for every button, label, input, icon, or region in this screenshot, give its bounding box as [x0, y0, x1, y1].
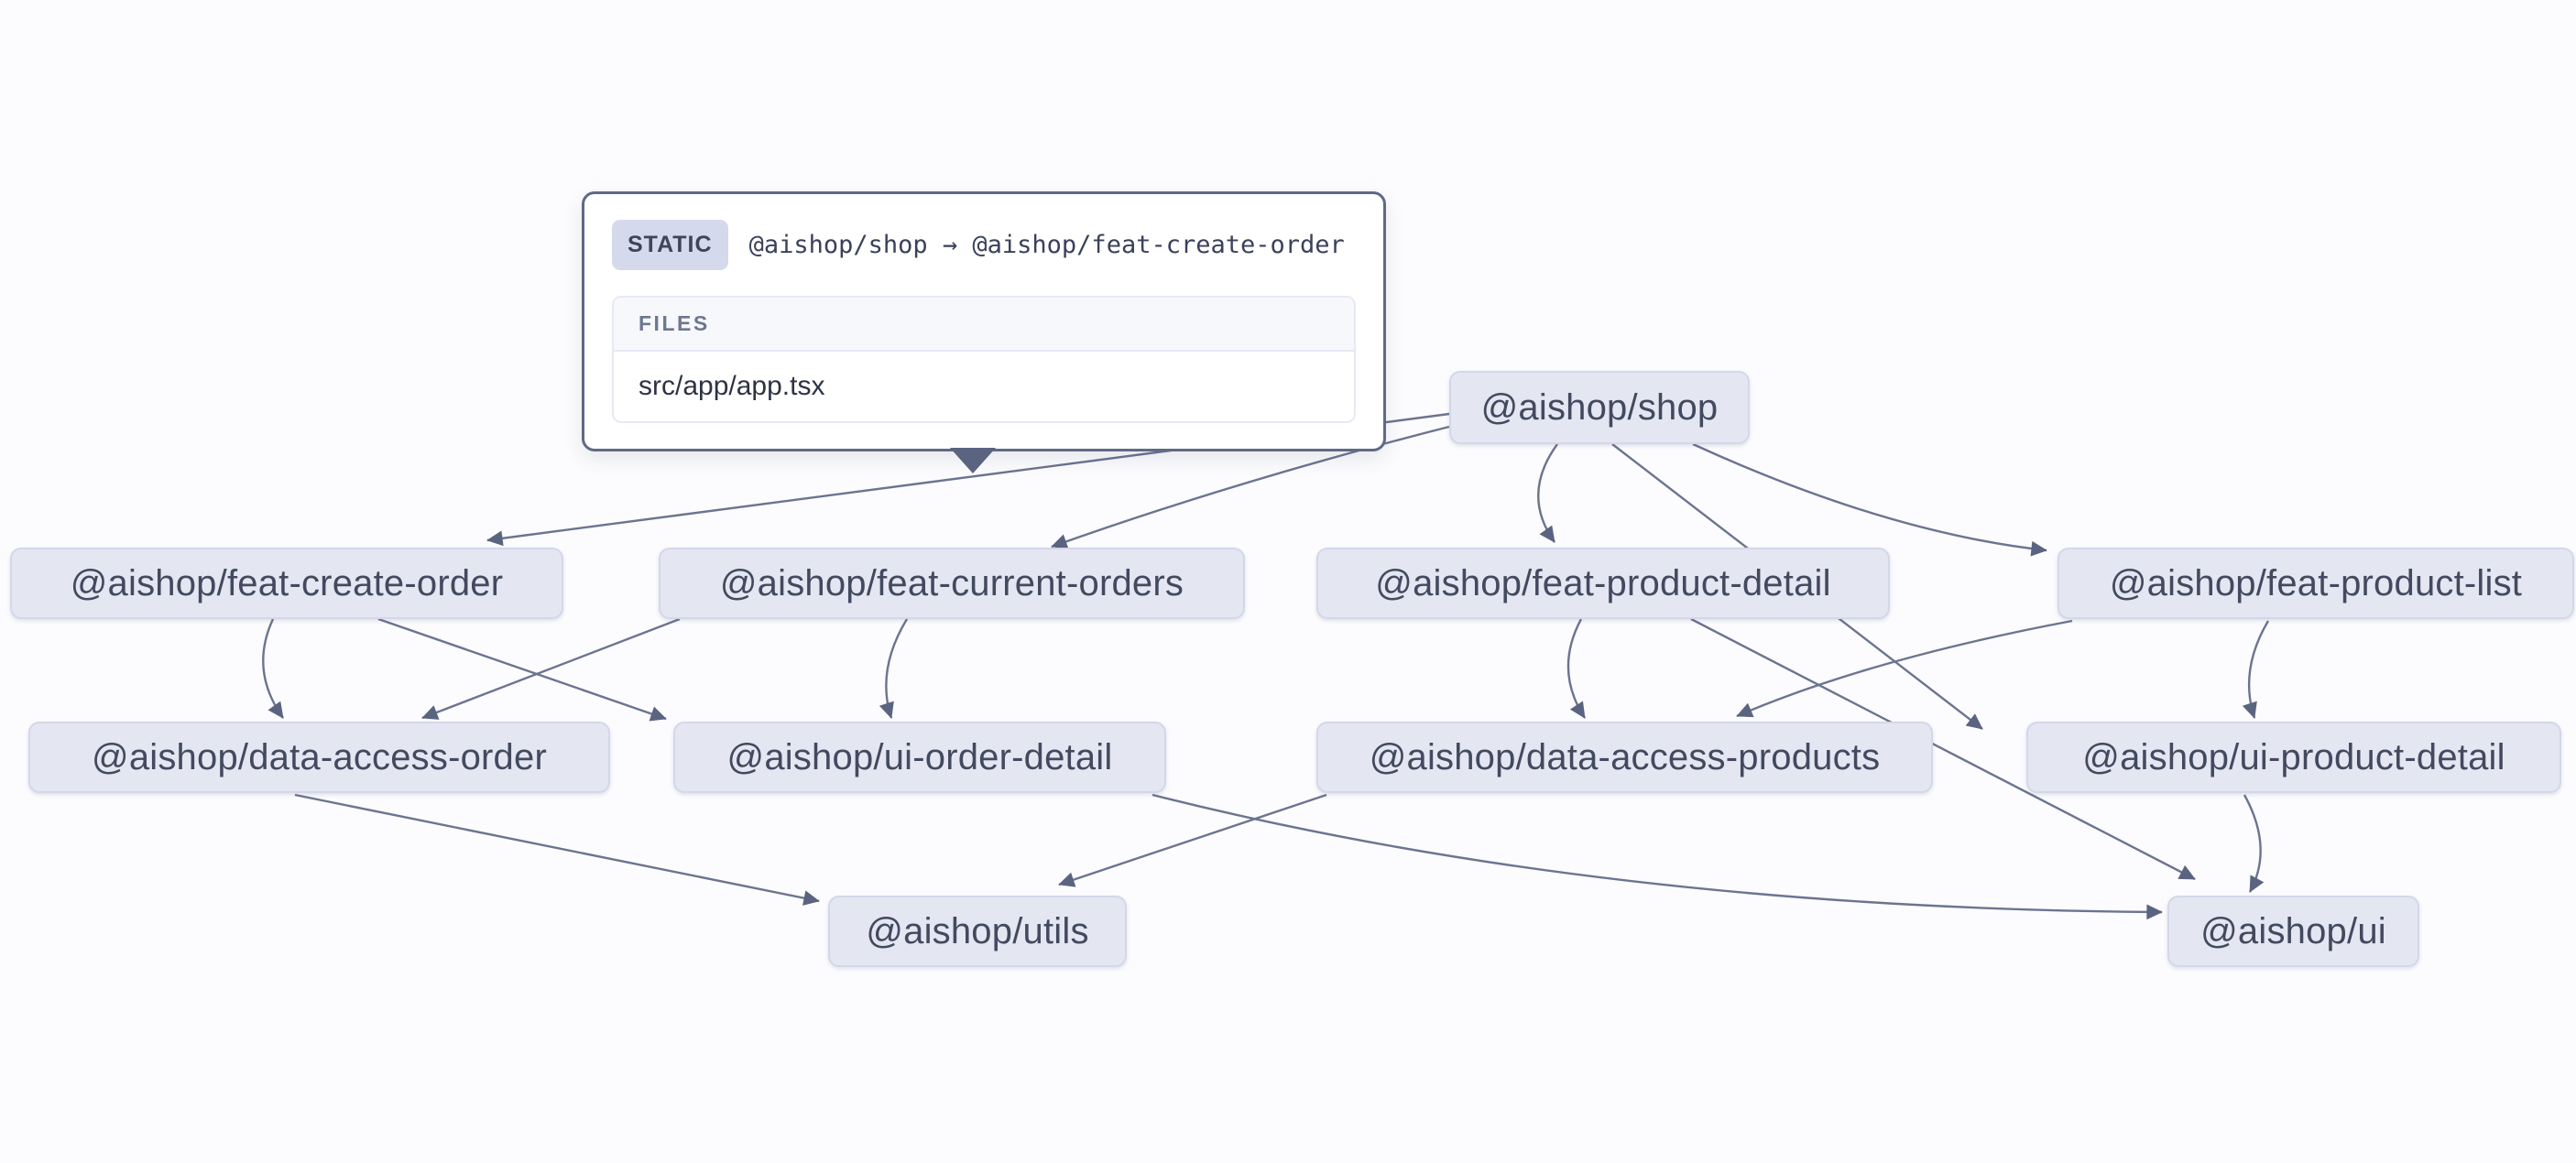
edge-feat-product-detail-to-ui[interactable]: [1690, 617, 2196, 881]
node-data-access-order[interactable]: @aishop/data-access-order: [28, 722, 610, 793]
node-feat-current-orders[interactable]: @aishop/feat-current-orders: [659, 548, 1245, 619]
edge-feat-product-list-to-data-access-products[interactable]: [1736, 619, 2073, 718]
node-data-access-products[interactable]: @aishop/data-access-products: [1316, 722, 1933, 793]
node-feat-product-list[interactable]: @aishop/feat-product-list: [2058, 548, 2574, 619]
file-row: src/app/app.tsx: [639, 371, 825, 401]
edge-feat-create-order-to-ui-order-detail[interactable]: [377, 617, 667, 722]
node-feat-product-detail[interactable]: @aishop/feat-product-detail: [1316, 548, 1890, 619]
edge-feat-current-orders-to-data-access-order[interactable]: [421, 617, 681, 720]
node-feat-create-order[interactable]: @aishop/feat-create-order: [10, 548, 563, 619]
node-utils[interactable]: @aishop/utils: [828, 896, 1127, 967]
edge-data-access-products-to-utils[interactable]: [1058, 793, 1327, 887]
edge-ui-order-detail-to-ui[interactable]: [1152, 793, 2163, 920]
edge-feat-create-order-to-data-access-order[interactable]: [262, 618, 284, 719]
edge-type-badge: STATIC: [612, 220, 728, 270]
edge-shop-to-feat-product-list[interactable]: [1692, 442, 2047, 557]
edge-feat-product-list-to-ui-product-detail[interactable]: [2242, 620, 2270, 719]
node-ui-product-detail[interactable]: @aishop/ui-product-detail: [2026, 722, 2561, 793]
edge-title: @aishop/shop → @aishop/feat-create-order: [748, 231, 1345, 259]
edge-data-access-order-to-utils[interactable]: [294, 793, 820, 906]
edge-feat-product-detail-to-data-access-products[interactable]: [1566, 618, 1587, 719]
edge-shop-to-feat-product-detail[interactable]: [1537, 443, 1558, 543]
edge-feat-current-orders-to-ui-order-detail[interactable]: [879, 618, 909, 719]
files-panel-label: FILES: [614, 298, 1354, 352]
tooltip-header: STATIC @aishop/shop → @aishop/feat-creat…: [612, 220, 1356, 270]
node-ui-order-detail[interactable]: @aishop/ui-order-detail: [673, 722, 1166, 793]
tooltip-caret-icon: [950, 448, 996, 473]
edge-shop-to-feat-current-orders[interactable]: [1051, 425, 1450, 549]
node-shop[interactable]: @aishop/shop: [1449, 371, 1750, 444]
node-ui[interactable]: @aishop/ui: [2167, 896, 2419, 967]
edge-ui-product-detail-to-ui[interactable]: [2243, 794, 2265, 893]
edge-tooltip: STATIC @aishop/shop → @aishop/feat-creat…: [582, 191, 1386, 473]
files-panel: FILES src/app/app.tsx: [612, 296, 1356, 423]
